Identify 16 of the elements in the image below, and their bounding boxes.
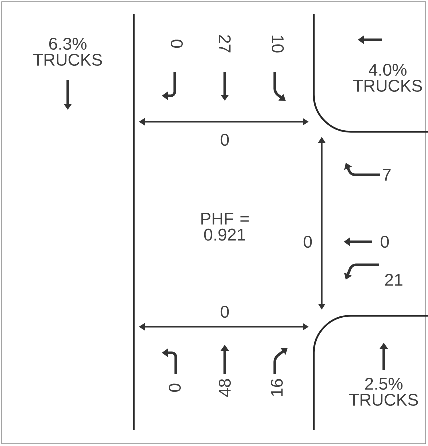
truck-percentage-label: 2.5% TRUCKS xyxy=(349,378,418,406)
crosswalk-volume-label: 0 xyxy=(219,304,231,320)
volume-label: 10 xyxy=(272,36,284,53)
volume-label: 0 xyxy=(168,384,182,392)
volume-label: 7 xyxy=(383,169,391,181)
volume-label: 48 xyxy=(218,379,232,398)
truck-percentage-label: 4.0% TRUCKS xyxy=(353,64,422,92)
volume-label: 21 xyxy=(385,274,403,286)
truck-percentage-label: 6.3% TRUCKS xyxy=(33,38,102,66)
crosswalk-volume-label: 0 xyxy=(302,234,314,250)
volume-label: 16 xyxy=(270,379,284,396)
crosswalk-volume-label: 0 xyxy=(219,132,231,147)
volume-label: 27 xyxy=(219,35,231,53)
phf-label: PHF = 0.921 xyxy=(202,213,249,241)
volume-label: 0 xyxy=(380,236,390,248)
volume-label: 0 xyxy=(170,40,184,48)
